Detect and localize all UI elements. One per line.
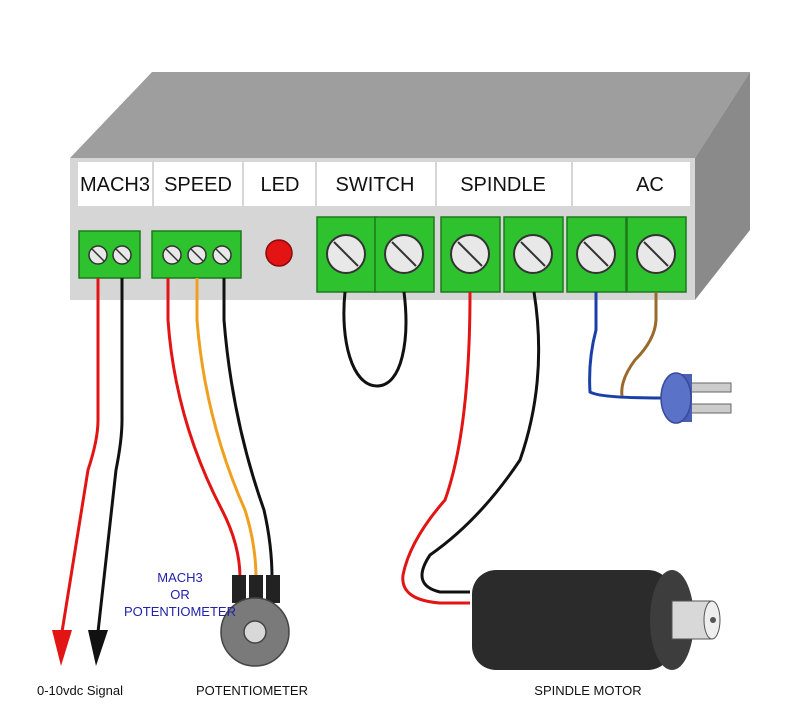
spindle-motor-label: SPINDLE MOTOR [534,683,641,698]
ac-wire-brown [620,292,658,397]
spindle-wire-black [420,291,541,594]
note-line-1: MACH3 [157,570,203,585]
signal-wire-black [96,278,124,633]
pot-wire-orange [195,278,258,579]
spindle-motor [472,570,721,670]
ac-wires [588,292,663,400]
box-side-face [695,72,750,300]
header-spindle: SPINDLE [460,174,546,196]
potentiometer [220,575,290,667]
pot-wire-black [222,278,274,579]
terminal-screw [212,245,232,265]
header-ac: AC [636,174,664,196]
switch-terminal [316,216,435,293]
terminal-screw [187,245,207,265]
header-switch: SWITCH [336,174,415,196]
spindle-wire-red [401,291,472,605]
mach3-terminal [78,230,141,279]
signal-wire-red [60,278,100,633]
box-top-face [70,72,750,158]
speed-terminal [151,230,242,279]
ac-plug [660,372,732,424]
ac-wire-blue [588,292,663,400]
signal-wires [52,278,124,666]
potentiometer-label: POTENTIOMETER [196,683,308,698]
spindle-wires [401,291,541,605]
terminal-screw [112,245,132,265]
terminal-screw [88,245,108,265]
label-strip [78,162,690,206]
arrow-black [88,630,108,666]
led-indicator [265,239,293,267]
note-line-3: POTENTIOMETER [124,604,236,619]
note-line-2: OR [170,587,190,602]
ac-terminal [566,216,687,293]
spindle-terminal [440,216,564,293]
header-speed: SPEED [164,174,232,196]
potentiometer-wires [166,278,274,579]
header-led: LED [261,174,300,196]
label-dividers [152,162,573,206]
arrow-red [52,630,72,666]
terminal-screw [162,245,182,265]
switch-jumper-wire [342,291,408,388]
header-mach3: MACH3 [80,174,150,196]
pot-wire-red [166,278,242,579]
large-terminal-block [316,216,687,293]
signal-label: 0-10vdc Signal [37,683,123,698]
